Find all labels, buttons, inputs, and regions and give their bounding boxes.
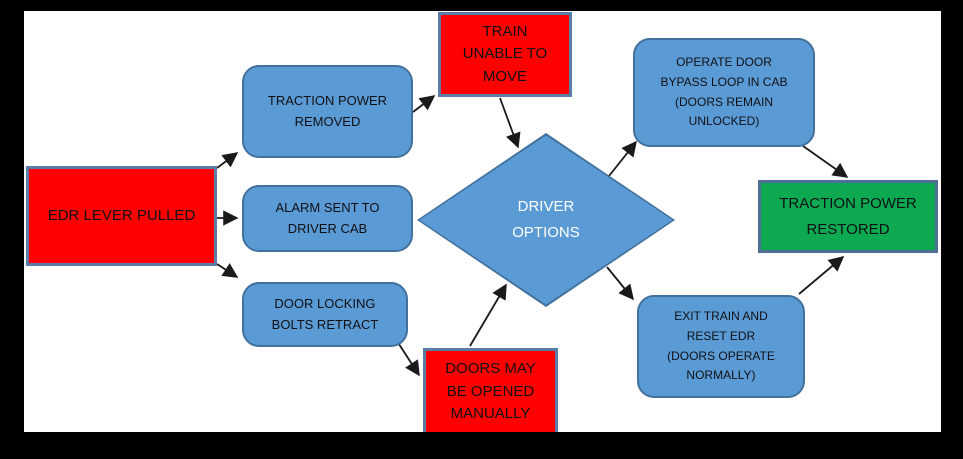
frame-right-border [941,0,963,459]
node-traction-power-removed-label: TRACTION POWER REMOVED [267,93,388,129]
frame-bottom-border [0,432,963,459]
node-traction-power-removed: TRACTION POWER REMOVED [242,65,413,158]
arrow-train-to-driver-options [499,97,521,149]
arrow-edr-to-door-locking [216,263,239,278]
node-operate-door-bypass-loop: OPERATE DOOR BYPASS LOOP IN CAB (DOORS R… [633,38,815,147]
node-doors-may-be-opened-manually: DOORS MAY BE OPENED MANUALLY [423,348,558,436]
node-operate-door-bypass-loop-label: OPERATE DOOR BYPASS LOOP IN CAB (DOORS R… [660,54,788,129]
arrow-door-locking-to-doors-manual [396,340,420,377]
node-train-unable-to-move-label: TRAIN UNABLE TO MOVE [462,22,548,85]
node-train-unable-to-move: TRAIN UNABLE TO MOVE [438,12,572,97]
arrow-exit-train-to-restored [798,256,845,295]
node-driver-options-label: DRIVER OPTIONS [512,197,580,241]
arrow-operate-bypass-to-restored [802,145,849,178]
arrow-driver-options-to-operate-bypass [608,140,637,177]
node-door-locking-bolts-retract-label: DOOR LOCKING BOLTS RETRACT [271,296,379,332]
node-alarm-sent-to-driver-cab-label: ALARM SENT TO DRIVER CAB [275,200,380,236]
node-exit-train-and-reset-edr-label: EXIT TRAIN AND RESET EDR (DOORS OPERATE … [667,308,775,383]
arrow-driver-options-to-exit-train [606,266,634,301]
arrow-doors-manual-to-driver-options [469,283,507,347]
arrow-traction-removed-to-train [412,95,436,113]
node-exit-train-and-reset-edr: EXIT TRAIN AND RESET EDR (DOORS OPERATE … [637,295,805,398]
node-doors-may-be-opened-manually-label: DOORS MAY BE OPENED MANUALLY [445,360,536,423]
arrow-edr-to-traction-removed [216,152,239,169]
node-alarm-sent-to-driver-cab: ALARM SENT TO DRIVER CAB [242,185,413,252]
node-traction-power-restored: TRACTION POWER RESTORED [758,180,938,253]
node-traction-power-restored-label: TRACTION POWER RESTORED [779,195,917,238]
node-door-locking-bolts-retract: DOOR LOCKING BOLTS RETRACT [242,282,408,347]
node-edr-lever-pulled: EDR LEVER PULLED [26,166,217,266]
frame-left-border [0,0,24,459]
node-edr-lever-pulled-label: EDR LEVER PULLED [47,207,196,224]
frame-top-border [0,0,963,11]
